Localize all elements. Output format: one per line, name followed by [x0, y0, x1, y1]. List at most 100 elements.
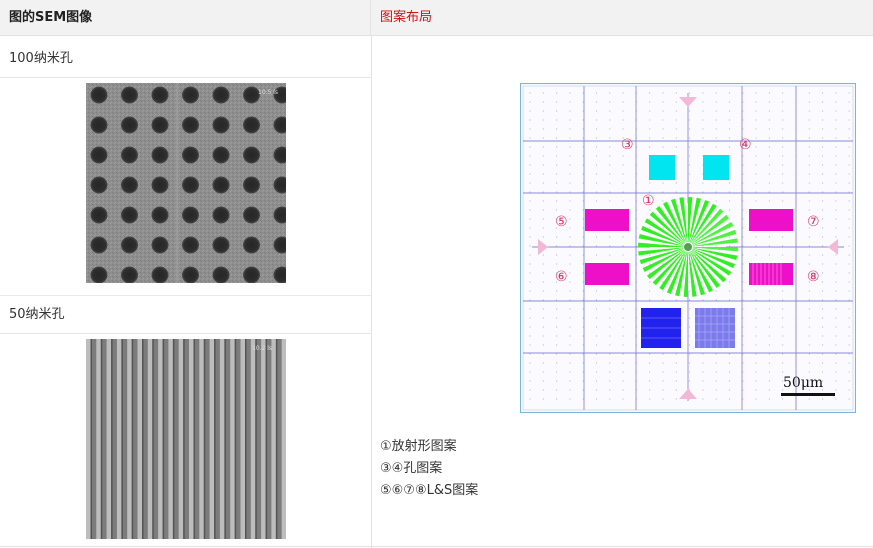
grid-dot — [556, 218, 558, 220]
grid-dot — [782, 245, 784, 247]
grid-dot — [622, 101, 624, 103]
grid-dot — [728, 236, 731, 238]
grid-dot — [742, 254, 744, 256]
sem-hole — [90, 266, 108, 283]
grid-dot — [822, 308, 824, 310]
grid-dot — [662, 380, 664, 382]
grid-dot — [609, 299, 611, 301]
sem-line-edge — [203, 339, 206, 539]
grid-dot — [808, 146, 810, 148]
grid-dot — [649, 398, 651, 400]
grid-dot — [609, 128, 611, 130]
grid-dot — [808, 164, 810, 166]
grid-dot — [542, 173, 544, 175]
row-divider — [0, 295, 371, 296]
grid-dot — [595, 155, 598, 157]
sem-hole — [121, 176, 138, 194]
grid-dot — [782, 236, 784, 238]
grid-dot — [622, 389, 624, 391]
grid-dot — [649, 191, 651, 193]
grid-dot — [569, 236, 571, 238]
sem-hole — [151, 176, 169, 194]
grid-dot — [649, 137, 651, 139]
grid-dot — [649, 353, 651, 355]
grid-dot — [822, 92, 824, 94]
grid-dot — [822, 182, 824, 184]
grid-dot — [529, 209, 531, 211]
radial-spoke — [689, 200, 710, 243]
grid-dot — [689, 299, 691, 301]
radial-spoke — [692, 247, 738, 252]
grid-dot — [689, 128, 691, 130]
grid-dot — [556, 227, 558, 229]
grid-dot — [595, 254, 598, 256]
grid-dot — [582, 353, 584, 355]
grid-dot — [742, 335, 744, 337]
grid-dot — [675, 146, 677, 148]
sem-hole — [212, 176, 230, 194]
grid-dot — [808, 389, 810, 391]
grid-dot — [662, 119, 664, 121]
grid-dot — [542, 119, 544, 121]
grid-dot — [728, 191, 731, 193]
grid-dot — [542, 299, 544, 301]
grid-dot — [822, 200, 824, 202]
grid-dot — [755, 119, 757, 121]
grid-dot — [582, 389, 584, 391]
grid-dot — [675, 101, 677, 103]
grid-dot — [649, 110, 651, 112]
column-divider — [371, 36, 372, 548]
grid-dot — [609, 353, 611, 355]
grid-dot — [768, 371, 770, 373]
sem-hole — [182, 266, 199, 283]
grid-dot — [835, 101, 837, 103]
grid-dot — [768, 362, 770, 364]
grid-dot — [689, 146, 691, 148]
grid-dot — [569, 326, 571, 328]
grid-dot — [556, 263, 558, 265]
grid-dot — [662, 182, 664, 184]
grid-dot — [582, 371, 584, 373]
grid-dot — [649, 218, 651, 220]
grid-dot — [529, 173, 531, 175]
grid-dot — [622, 92, 624, 94]
grid-dot — [595, 164, 598, 166]
grid-dot — [582, 317, 584, 319]
grid-dot — [835, 353, 837, 355]
grid-dot — [622, 137, 624, 139]
grid-dot — [755, 101, 757, 103]
sem-hole — [182, 236, 199, 254]
grid-dot — [715, 227, 717, 229]
grid-dot — [529, 146, 531, 148]
grid-dot — [755, 317, 757, 319]
radial-spoke — [692, 229, 737, 246]
grid-dot — [848, 263, 850, 265]
sem-hole — [243, 266, 260, 283]
grid-dot — [835, 362, 837, 364]
grid-dot — [662, 389, 664, 391]
grid-dot — [609, 164, 611, 166]
grid-dot — [755, 155, 757, 157]
grid-dot — [835, 371, 837, 373]
radial-spoke — [644, 218, 684, 245]
radial-spoke — [666, 251, 687, 294]
grid-dot — [782, 182, 784, 184]
sem-hole — [273, 86, 286, 104]
grid-dot — [622, 326, 624, 328]
sem-hole — [212, 116, 230, 134]
grid-dot — [808, 299, 810, 301]
grid-dot — [702, 200, 704, 202]
grid-dot — [609, 101, 611, 103]
grid-dot — [662, 146, 664, 148]
sem-hole — [243, 176, 260, 194]
grid-dot — [556, 371, 558, 373]
grid-dot — [609, 137, 611, 139]
grid-dot — [782, 317, 784, 319]
grid-dot — [609, 362, 611, 364]
grid-dot — [689, 335, 691, 337]
grid-dot — [755, 389, 757, 391]
sem-line-edge — [90, 339, 92, 539]
grid-dot — [569, 281, 571, 283]
grid-dot — [556, 137, 558, 139]
radial-spoke — [638, 247, 684, 256]
